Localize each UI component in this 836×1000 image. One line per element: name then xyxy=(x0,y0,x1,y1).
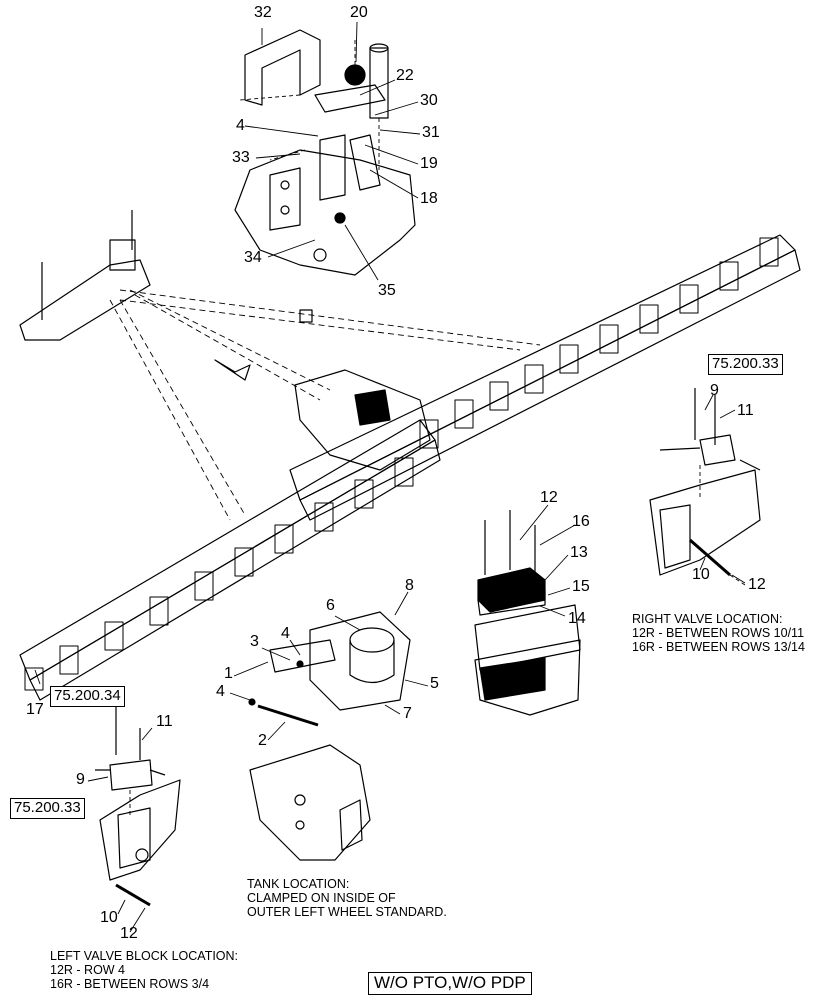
right-valve-location-note: RIGHT VALVE LOCATION: 12R - BETWEEN ROWS… xyxy=(632,612,805,654)
callout-10-left: 10 xyxy=(100,909,118,926)
callout-4-lower: 4 xyxy=(216,683,225,700)
configuration-label: W/O PTO,W/O PDP xyxy=(368,972,532,995)
callout-35: 35 xyxy=(378,282,396,299)
callout-30: 30 xyxy=(420,92,438,109)
callout-34: 34 xyxy=(244,249,262,266)
note-line: LEFT VALVE BLOCK LOCATION: xyxy=(50,949,239,963)
callout-22: 22 xyxy=(396,67,414,84)
callout-3: 3 xyxy=(250,633,259,650)
callout-16: 16 xyxy=(572,513,590,530)
callout-5: 5 xyxy=(430,675,439,692)
right-valve-assembly xyxy=(649,388,761,586)
callout-6: 6 xyxy=(326,597,335,614)
note-line: 12R - BETWEEN ROWS 10/11 xyxy=(632,625,805,640)
callout-11-left: 11 xyxy=(156,713,173,730)
callout-9-right: 9 xyxy=(710,382,719,399)
callout-12-left: 12 xyxy=(120,925,138,942)
callout-9-left: 9 xyxy=(76,771,85,788)
callout-19: 19 xyxy=(420,155,438,172)
callout-2: 2 xyxy=(258,732,267,749)
callout-15: 15 xyxy=(572,578,590,595)
ref-box-left-frame: 75.200.34 xyxy=(50,686,125,707)
tank-location-note: TANK LOCATION: CLAMPED ON INSIDE OF OUTE… xyxy=(247,877,447,919)
callout-8: 8 xyxy=(405,577,414,594)
callout-31: 31 xyxy=(422,124,440,141)
ref-box-right-valve: 75.200.33 xyxy=(708,354,783,375)
toolbar-frame xyxy=(19,210,801,701)
note-line: 12R - ROW 4 xyxy=(50,962,126,977)
note-line: RIGHT VALVE LOCATION: xyxy=(632,612,783,626)
note-line: CLAMPED ON INSIDE OF xyxy=(247,890,396,905)
left-valve-assembly xyxy=(95,698,181,907)
note-line: 16R - BETWEEN ROWS 13/14 xyxy=(632,639,805,654)
ref-box-left-valve: 75.200.33 xyxy=(10,798,85,819)
center-block-assembly xyxy=(474,510,581,716)
callout-13: 13 xyxy=(570,544,588,561)
callout-14: 14 xyxy=(568,610,586,627)
note-line: 16R - BETWEEN ROWS 3/4 xyxy=(50,976,210,991)
callout-12-center: 12 xyxy=(540,489,558,506)
callout-20: 20 xyxy=(350,4,368,21)
hitch-assembly xyxy=(234,29,416,276)
callout-17: 17 xyxy=(26,701,44,718)
callout-1: 1 xyxy=(224,665,233,682)
callout-4: 4 xyxy=(236,117,245,134)
callout-7: 7 xyxy=(403,705,412,722)
left-valve-location-note: LEFT VALVE BLOCK LOCATION: 12R - ROW 4 1… xyxy=(50,949,239,991)
callout-33: 33 xyxy=(232,149,250,166)
tank-assembly xyxy=(248,611,411,861)
callout-11-right: 11 xyxy=(737,402,754,419)
callout-10-right: 10 xyxy=(692,566,710,583)
callout-4-tank: 4 xyxy=(281,625,290,642)
callout-18: 18 xyxy=(420,190,438,207)
leader-lines xyxy=(34,21,746,933)
note-line: TANK LOCATION: xyxy=(247,877,350,891)
callout-12-right: 12 xyxy=(748,576,766,593)
note-line: OUTER LEFT WHEEL STANDARD. xyxy=(247,904,447,919)
callout-32: 32 xyxy=(254,4,272,21)
